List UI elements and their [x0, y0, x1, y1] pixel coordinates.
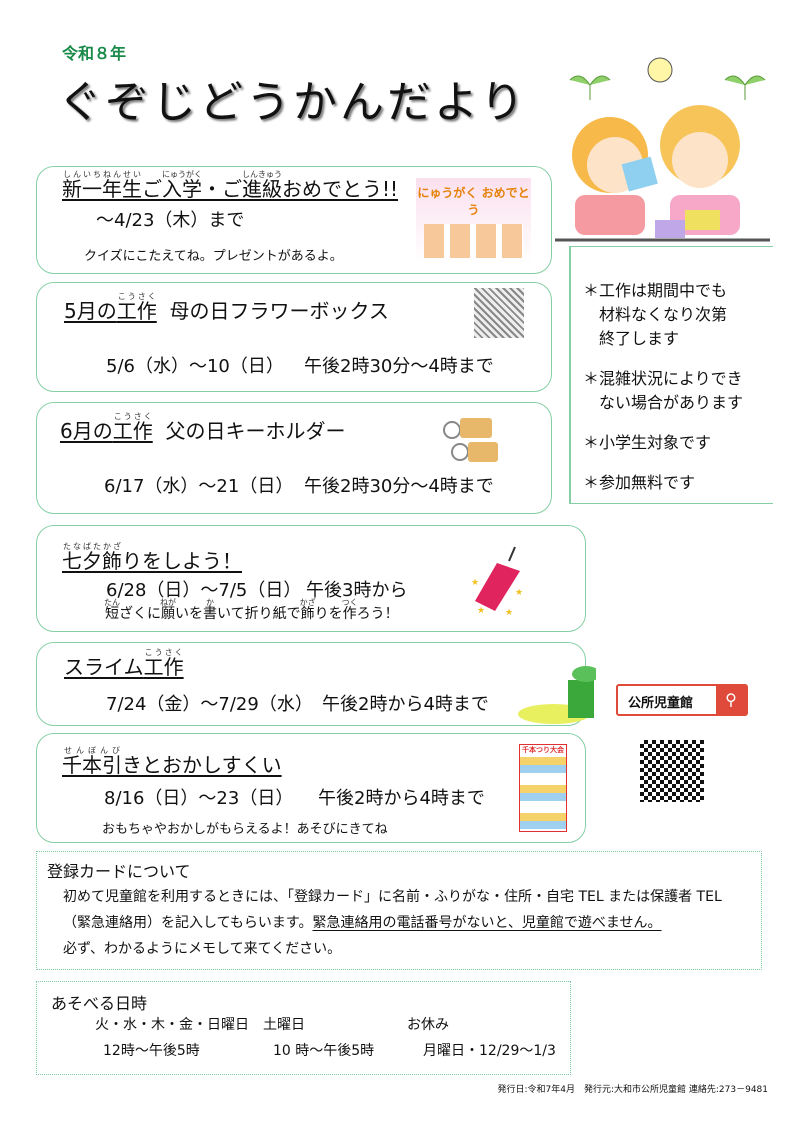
event-note: 短たんざくに願ねがいを書かいて折り紙で飾かざりを作つくろう！ — [104, 598, 399, 622]
search-input[interactable]: 公所児童館 — [628, 696, 694, 711]
page-title: ぐぞじどうかんだより — [58, 77, 528, 128]
note-line: ＊混雑状況によりでき — [583, 369, 743, 388]
event-title-senbonbiki: 千本引せんぼんびきとおかしすくい — [62, 746, 282, 777]
kids-crafting-illustration — [555, 57, 770, 242]
event-date: 6/28（日）～7/5（日） — [106, 580, 302, 601]
event-note: クイズにこたえてね。プレゼントがあるよ。 — [84, 249, 343, 264]
note-line: ない場合があります — [583, 393, 744, 412]
search-box[interactable]: 公所児童館 ⚲ — [616, 684, 748, 716]
note-line: ＊小学生対象です — [583, 433, 712, 452]
svg-text:★: ★ — [477, 606, 485, 615]
notes-box: ＊工作は期間中でも 材料なくなり次第 終了します ＊混雑状況によりでき ない場合が… — [569, 246, 773, 504]
hours-value: 10 時～午後5時 — [273, 1043, 375, 1059]
event-title-slime: スライム工作こうさく — [64, 648, 184, 679]
registration-heading: 登録カードについて — [47, 862, 191, 881]
event-card-may-craft — [36, 282, 552, 392]
senbon-tsuri-poster: 千本つり大会 — [519, 744, 567, 832]
hours-label: お休み — [407, 1017, 449, 1033]
slime-illustration — [518, 666, 596, 724]
event-time: 午後2時から4時まで — [318, 788, 485, 809]
footer-publication-info: 発行日:令和7年4月 発行元:大和市公所児童館 連絡先:273－9481 — [497, 1085, 769, 1095]
tanzaku-icon: ★ ★ ★ ★ — [471, 546, 523, 615]
event-title-may-craft: 5月の工作こうさく 母の日フラワーボックス — [64, 292, 389, 323]
qr-code[interactable] — [640, 740, 704, 802]
note-line: ＊工作は期間中でも — [583, 281, 728, 300]
hours-label: 火・水・木・金・日曜日 — [95, 1017, 249, 1033]
hours-box: あそべる日時 火・水・木・金・日曜日 土曜日 お休み 12時～午後5時 10 時… — [36, 981, 571, 1075]
event-date: 6/17（水）～21（日） — [104, 476, 294, 497]
svg-text:★: ★ — [505, 608, 513, 615]
registration-box: 登録カードについて 初めて児童館を利用するときには、「登録カード」に名前・ふりが… — [36, 851, 762, 970]
event-date: 7/24（金）～7/29（水） — [106, 694, 313, 715]
event-time: 午後2時30分～4時まで — [304, 356, 494, 377]
note-line: 終了します — [583, 329, 680, 348]
year-label: 令和８年 — [62, 44, 127, 63]
registration-line: （緊急連絡用）を記入してもらいます。緊急連絡用の電話番号がないと、児童館で遊べま… — [63, 915, 662, 931]
event-card-senbonbiki — [36, 733, 586, 843]
svg-text:★: ★ — [515, 588, 523, 598]
registration-line: 初めて児童館を利用するときには、「登録カード」に名前・ふりがな・住所・自宅 TE… — [63, 889, 722, 905]
note-line: ＊参加無料です — [583, 473, 696, 492]
event-date: ～4/23（木）まで — [96, 210, 245, 231]
event-time: 午後3時から — [306, 580, 408, 601]
note-line: 材料なくなり次第 — [583, 305, 728, 324]
event-title-tanabata: 七夕飾たなばたかざりをしよう！ — [62, 542, 242, 573]
hours-value: 12時～午後5時 — [103, 1043, 200, 1059]
event-card-slime — [36, 642, 586, 726]
registration-line: 必ず、わかるようにメモして来てください。 — [63, 941, 342, 957]
flower-box-photo — [474, 288, 524, 338]
hours-value: 月曜日・12/29～1/3 — [423, 1043, 556, 1059]
event-date: 8/16（日）～23（日） — [104, 788, 294, 809]
event-time: 午後2時から4時まで — [322, 694, 489, 715]
svg-text:★: ★ — [471, 578, 479, 588]
search-icon[interactable]: ⚲ — [716, 686, 746, 714]
keychain-photo — [443, 418, 498, 462]
hours-label: 土曜日 — [263, 1017, 305, 1033]
event-date: 5/6（水）～10（日） — [106, 356, 284, 377]
hours-heading: あそべる日時 — [51, 994, 148, 1013]
enrollment-illustration: にゅうがく おめでとう — [416, 178, 531, 264]
event-note: おもちゃやおかしがもらえるよ！あそびにきてね — [102, 822, 388, 837]
event-time: 午後2時30分～4時まで — [304, 476, 494, 497]
event-title-enrollment: 新一年生しんいちねんせいご入学にゅうがく・ご進級しんきゅうおめでとう!! — [62, 170, 399, 201]
event-title-june-craft: 6月の工作こうさく 父の日キーホルダー — [60, 412, 346, 443]
